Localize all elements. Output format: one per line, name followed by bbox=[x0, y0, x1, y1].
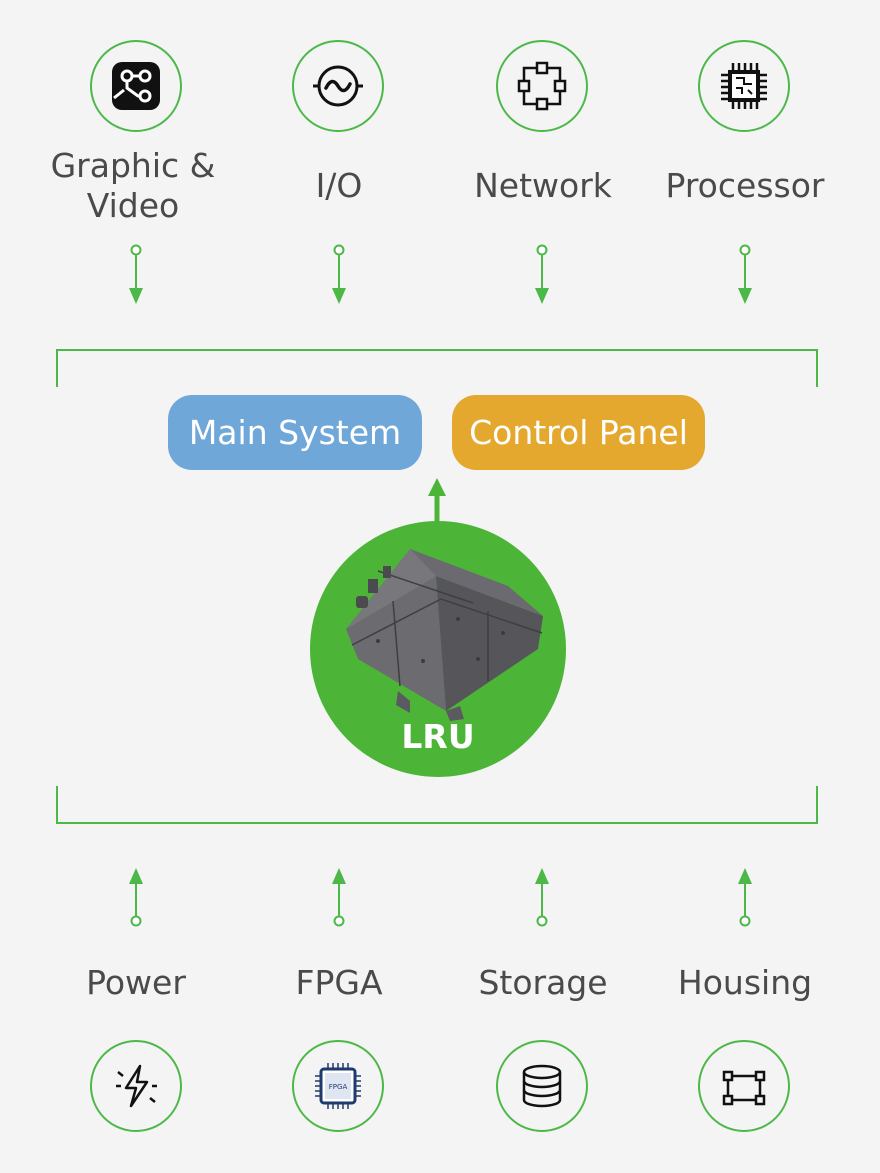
lru-label: LRU bbox=[401, 717, 475, 756]
top-bracket bbox=[56, 349, 818, 387]
processor-chip-icon bbox=[698, 40, 790, 132]
up-arrow-icon bbox=[129, 868, 143, 927]
up-arrow-icon bbox=[535, 868, 549, 927]
graphic-video-icon bbox=[90, 40, 182, 132]
power-bolt-icon bbox=[90, 1040, 182, 1132]
lru-enclosure-image bbox=[346, 549, 543, 721]
bottom-component-label: Housing bbox=[677, 963, 813, 1002]
bottom-component-label: FPGA bbox=[295, 963, 383, 1002]
fpga-icon-text: FPGA bbox=[329, 1083, 348, 1091]
down-arrow-icon bbox=[738, 244, 752, 304]
housing-frame-icon bbox=[698, 1040, 790, 1132]
up-arrow-icon bbox=[738, 868, 752, 927]
main-system-box: Main System bbox=[168, 395, 422, 470]
down-arrow-icon bbox=[535, 244, 549, 304]
top-component-label: Processor bbox=[665, 166, 825, 205]
top-component-label: I/O bbox=[315, 166, 363, 205]
up-arrow-icon bbox=[428, 478, 446, 524]
bottom-component-label: Storage bbox=[478, 963, 608, 1002]
down-arrow-icon bbox=[129, 244, 143, 304]
up-arrow-icon bbox=[332, 868, 346, 927]
io-wave-icon bbox=[292, 40, 384, 132]
top-component-label: Graphic & Video bbox=[50, 146, 216, 225]
down-arrow-icon bbox=[332, 244, 346, 304]
bottom-bracket bbox=[56, 786, 818, 824]
lru-node: LRU bbox=[310, 521, 566, 777]
top-component-label: Network bbox=[474, 166, 612, 205]
fpga-chip-icon: FPGA bbox=[292, 1040, 384, 1132]
control-panel-box: Control Panel bbox=[452, 395, 705, 470]
storage-database-icon bbox=[496, 1040, 588, 1132]
network-icon bbox=[496, 40, 588, 132]
bottom-component-label: Power bbox=[86, 963, 186, 1002]
